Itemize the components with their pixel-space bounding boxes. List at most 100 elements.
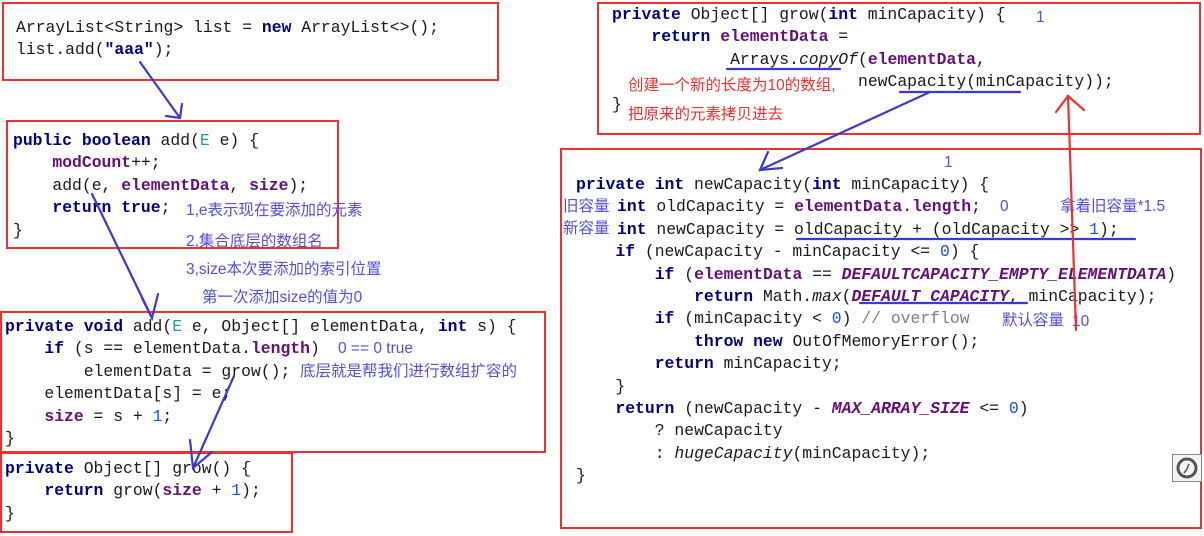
code-line: elementData[s] = e; — [5, 383, 517, 405]
code-token: private void — [5, 317, 124, 336]
code-token: } — [576, 466, 586, 486]
code-line: throw new OutOfMemoryError(); — [576, 331, 1176, 353]
code-token: } — [5, 428, 15, 448]
code-list-add: ArrayList<String> list = new ArrayList<>… — [16, 17, 439, 62]
code-line: } — [5, 503, 261, 525]
code-token: minCapacity) { — [857, 5, 1006, 24]
annotation-old-capacity: 旧容量 — [563, 198, 610, 215]
code-token: ++; — [131, 153, 161, 173]
annotation-times-1-5: 拿着旧容量*1.5 — [1060, 198, 1166, 215]
code-line: } — [576, 465, 1176, 487]
code-line: if (newCapacity - minCapacity <= 0) { — [576, 241, 1176, 263]
code-token: : — [654, 443, 675, 463]
code-token: new — [261, 18, 292, 37]
code-token: 1 — [152, 406, 163, 426]
code-token: int — [617, 219, 647, 239]
code-token: (newCapacity - minCapacity <= — [635, 242, 940, 262]
annotation-one-top: 1 — [1036, 9, 1045, 26]
annotation-copy-elements: 把原来的元素拷贝进去 — [628, 106, 784, 123]
code-token: list.add( — [16, 40, 105, 60]
code-token: if — [654, 264, 675, 284]
code-token: elementData[s] = e; — [44, 384, 232, 404]
code-token: private — [5, 459, 74, 478]
code-token: ArrayList<String> list = — [16, 18, 262, 37]
code-line: public boolean add(E e) { — [13, 130, 308, 152]
code-token: DEFAULTCAPACITY_EMPTY_ELEMENTDATA — [841, 264, 1167, 284]
annotation-zero: 0 — [1000, 198, 1009, 215]
code-token: (minCapacity < — [674, 309, 832, 329]
code-token: <= — [969, 398, 1009, 418]
code-token: add( — [150, 131, 200, 150]
annotation-array-name: 2,集合底层的数组名 — [186, 233, 323, 250]
code-token: Math. — [753, 286, 813, 306]
code-token: int — [437, 317, 468, 336]
code-token: return — [654, 354, 714, 374]
code-token: ); — [288, 175, 309, 195]
code-line: if (s == elementData.length) — [5, 338, 517, 360]
code-token: . — [902, 197, 913, 217]
code-line: private Object[] grow() { — [5, 458, 261, 480]
code-token: Object[] grow() { — [73, 459, 251, 478]
code-grow: private Object[] grow() {return grow(siz… — [5, 458, 261, 525]
code-token: return — [44, 481, 104, 501]
code-token: } — [612, 94, 622, 114]
code-token: ) — [1166, 264, 1177, 284]
code-token: ); — [241, 481, 261, 501]
annotation-one-mid: 1 — [944, 154, 953, 171]
code-token: return — [615, 398, 675, 418]
code-token: ) — [841, 309, 862, 329]
code-token: ; — [971, 197, 981, 217]
code-token: , — [229, 175, 250, 195]
code-line: elementData = grow(); — [5, 361, 517, 383]
code-line: } — [5, 428, 517, 450]
code-token: = — [828, 27, 849, 47]
code-token: return true — [52, 198, 161, 218]
annotation-size-index: 3,size本次要添加的索引位置 — [186, 261, 382, 278]
code-token: if — [615, 242, 636, 262]
code-token: = s + — [83, 406, 153, 426]
code-line: } — [576, 376, 1176, 398]
code-token: elementData — [867, 49, 977, 69]
code-token: E — [199, 131, 210, 150]
code-token: throw new — [694, 331, 783, 351]
code-token: ) { — [949, 242, 980, 262]
code-token: private — [612, 5, 681, 24]
code-line: } — [13, 220, 308, 242]
code-newcapacity: private int newCapacity(int minCapacity)… — [576, 174, 1176, 487]
code-add-public: public boolean add(E e) {modCount++;add(… — [13, 130, 308, 242]
code-token: "aaa" — [104, 40, 154, 60]
arrowhead — [164, 102, 184, 120]
annotation-grow-expand: 底层就是帮我们进行数组扩容的 — [300, 363, 518, 380]
code-line: if (elementData == DEFAULTCAPACITY_EMPTY… — [576, 264, 1176, 286]
code-line: return Math.max(DEFAULT_CAPACITY, minCap… — [576, 286, 1176, 308]
code-token: Arrays. — [730, 49, 799, 69]
code-token: , minCapacity); — [1008, 286, 1157, 306]
code-line: } — [612, 94, 1114, 116]
code-line: newCapacity(minCapacity)); — [612, 71, 1114, 93]
code-token: 0 — [939, 242, 950, 262]
annotation-ten: 10 — [1072, 313, 1090, 330]
speedometer-icon[interactable] — [1172, 454, 1202, 482]
code-token: newCapacity( — [684, 175, 813, 194]
code-token: length — [250, 339, 310, 359]
code-token: elementData — [694, 264, 803, 284]
code-token: copyOf — [798, 49, 858, 69]
code-token: private int — [576, 175, 685, 194]
code-token: // overflow — [861, 309, 970, 329]
code-token: max — [812, 286, 842, 306]
code-token: } — [13, 220, 23, 240]
code-add-private: private void add(E e, Object[] elementDa… — [5, 316, 517, 450]
code-token: ); — [153, 40, 174, 60]
code-token: size — [249, 175, 289, 195]
code-token: e, Object[] elementData, — [182, 317, 438, 336]
annotation-default-capacity: 默认容量 — [1002, 312, 1065, 329]
code-box-grow — [0, 452, 293, 533]
code-line: int oldCapacity = elementData.length; — [576, 196, 1176, 218]
code-line: private void add(E e, Object[] elementDa… — [5, 316, 517, 338]
code-token: s) { — [467, 317, 517, 336]
code-token: elementData — [121, 175, 230, 195]
code-line: ArrayList<String> list = new ArrayList<>… — [16, 17, 439, 39]
code-token: if — [44, 339, 65, 359]
code-token: add(e, — [52, 175, 122, 195]
code-line: list.add("aaa"); — [16, 39, 439, 61]
